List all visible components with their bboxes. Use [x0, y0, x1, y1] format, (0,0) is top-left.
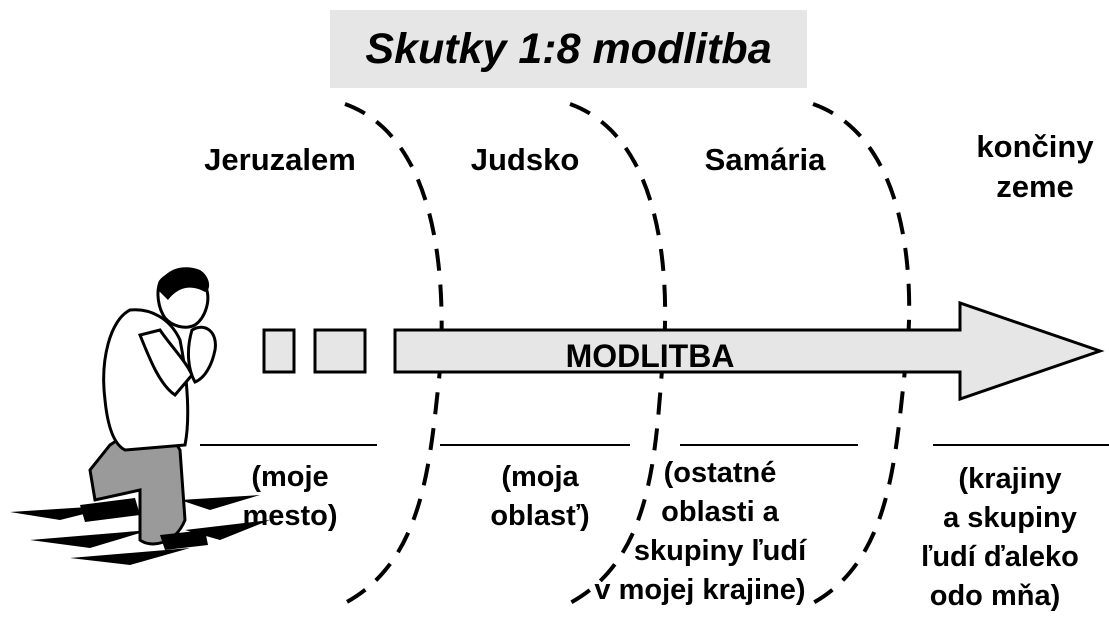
- region-label-jerusalem: Jeruzalem: [204, 142, 356, 177]
- description-line: (ostatné: [663, 457, 777, 489]
- description-judea: (moja oblasť): [470, 458, 610, 536]
- region-label-judea: Judsko: [470, 142, 580, 177]
- description-line: (moja: [501, 461, 579, 493]
- praying-man-icon: [10, 267, 270, 565]
- description-line: v mojej krajine): [594, 574, 806, 606]
- description-jerusalem: (moje mesto): [220, 458, 360, 536]
- prayer-block-medium: [313, 328, 367, 374]
- diagram-title: Skutky 1:8 modlitba: [365, 24, 772, 73]
- arrow-label: MODLITBA: [565, 337, 735, 374]
- description-line: oblasti a: [661, 496, 779, 528]
- divider-samaria: [680, 444, 858, 446]
- region-label-ends-of-earth: končiny zeme: [955, 127, 1109, 207]
- description-line: skupiny ľudí: [633, 535, 807, 567]
- divider-ends: [933, 444, 1109, 446]
- region-label-ends-line-2: zeme: [996, 169, 1074, 204]
- prayer-block-small: [262, 328, 296, 374]
- description-line: ľudí ďaleko: [921, 541, 1079, 573]
- description-ends: (krajiny a skupiny ľudí ďaleko odo mňa): [915, 460, 1105, 616]
- description-line: (moje: [251, 461, 329, 493]
- description-line: a skupiny: [943, 502, 1077, 534]
- description-samaria: (ostatné oblasti a skupiny ľudí v mojej …: [560, 454, 840, 610]
- description-line: mesto): [242, 500, 338, 532]
- region-label-samaria: Samária: [704, 142, 826, 177]
- title-box: Skutky 1:8 modlitba: [330, 10, 807, 88]
- description-line: oblasť): [490, 500, 590, 532]
- description-line: odo mňa): [929, 580, 1061, 612]
- region-label-ends-line-1: končiny: [976, 129, 1094, 164]
- divider-judea: [440, 444, 630, 446]
- divider-jerusalem: [200, 444, 377, 446]
- description-line: (krajiny: [958, 463, 1062, 495]
- prayer-arrow: [393, 300, 1105, 402]
